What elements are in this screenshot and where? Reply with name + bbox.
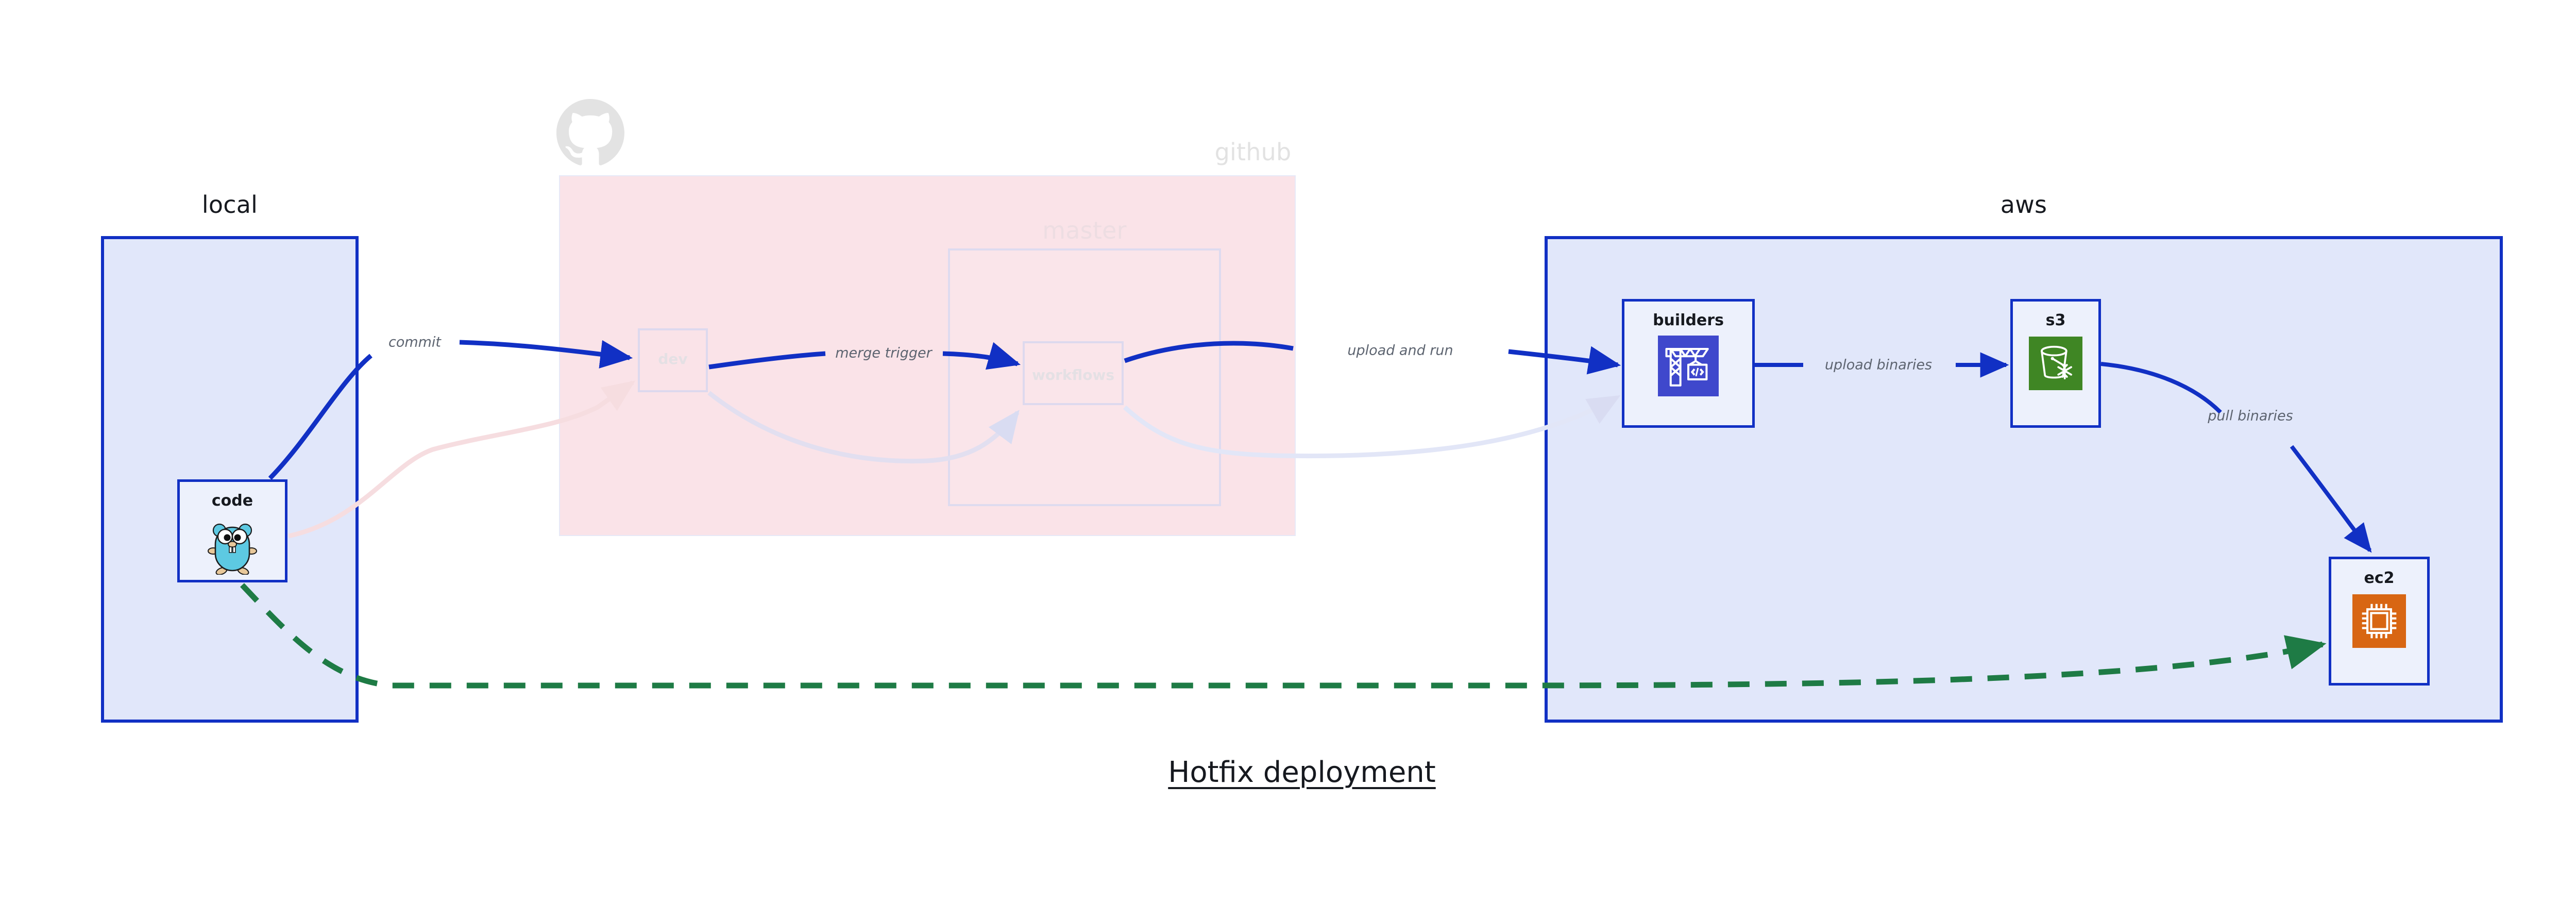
node-builders-label: builders (1653, 311, 1724, 329)
cluster-label-github: github (1214, 138, 1292, 166)
cluster-label-aws: aws (2000, 191, 2047, 219)
golang-gopher-icon (206, 517, 259, 575)
node-workflows-label: workflows (1031, 366, 1115, 383)
node-dev[interactable]: dev (638, 328, 708, 392)
cluster-label-master: master (1042, 216, 1127, 244)
node-s3[interactable]: s3 (2010, 299, 2101, 428)
node-workflows[interactable]: workflows (1023, 341, 1124, 405)
github-octocat-icon (556, 99, 624, 167)
aws-s3-glacier-icon (2029, 337, 2082, 390)
node-s3-label: s3 (2045, 311, 2066, 329)
node-ec2[interactable]: ec2 (2329, 557, 2430, 686)
cluster-label-local: local (201, 191, 258, 219)
aws-codebuild-icon (1658, 336, 1719, 396)
edge-label-merge-trigger: merge trigger (835, 345, 932, 361)
node-code-label: code (211, 492, 253, 510)
node-builders[interactable]: builders (1622, 299, 1755, 428)
aws-ec2-icon (2352, 594, 2406, 648)
edge-label-pull-binaries: pull binaries (2208, 408, 2293, 424)
edge-label-upload-binaries: upload binaries (1824, 357, 1933, 373)
node-dev-label: dev (658, 350, 688, 368)
edge-label-commit: commit (388, 334, 442, 350)
diagram-title: Hotfix deployment (1168, 756, 1436, 789)
node-code[interactable]: code (177, 479, 287, 582)
node-ec2-label: ec2 (2364, 569, 2395, 587)
edge-label-upload-and-run: upload and run (1347, 342, 1453, 359)
